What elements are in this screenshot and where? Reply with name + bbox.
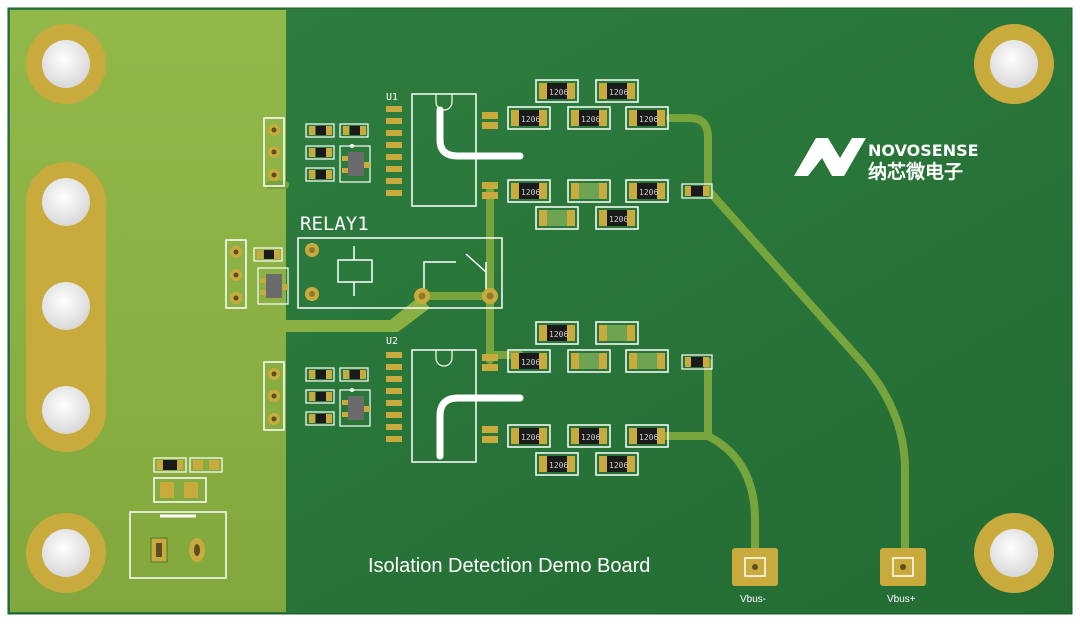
resistor-package-label: 1206 <box>581 115 600 124</box>
u2-gate-driver <box>263 349 524 463</box>
bus-slot-pad <box>26 162 106 452</box>
resistor-package-label: 1206 <box>549 88 568 97</box>
resistor-1206-empty <box>625 349 669 373</box>
resistor-package-label: 1206 <box>549 330 568 339</box>
resistor-1206 <box>595 79 639 103</box>
resistor-package-label: 1206 <box>609 88 628 97</box>
mounting-holes <box>26 24 1054 593</box>
u2-ref-label: U2 <box>386 336 398 347</box>
novosense-logo: NOVOSENSE 纳芯微电子 <box>794 138 979 183</box>
resistor-1206 <box>507 106 551 130</box>
resistor-1206 <box>625 424 669 448</box>
resistor-1206 <box>535 79 579 103</box>
resistor-1206-empty <box>567 349 611 373</box>
resistor-package-label: 1206 <box>609 215 628 224</box>
resistor-array: 1206 1206 1206 1206 1206 1206 1206 1206 … <box>507 79 713 476</box>
resistor-1206 <box>625 179 669 203</box>
resistor-1206 <box>535 452 579 476</box>
resistor-1206 <box>507 349 551 373</box>
brand-chinese-name: 纳芯微电子 <box>868 160 963 183</box>
vbus-plus-label: Vbus+ <box>887 594 916 605</box>
resistor-1206-empty <box>567 179 611 203</box>
resistor-package-label: 1206 <box>639 188 658 197</box>
resistor-1206 <box>507 179 551 203</box>
relay-footprint <box>225 237 503 309</box>
resistor-package-label: 1206 <box>639 115 658 124</box>
resistor-1206 <box>535 321 579 345</box>
resistor-package-label: 1206 <box>581 433 600 442</box>
resistor-package-label: 1206 <box>521 358 540 367</box>
resistor-1206-empty <box>535 206 579 230</box>
resistor-package-label: 1206 <box>521 115 540 124</box>
vbus-minus-pad <box>732 548 778 586</box>
traces <box>266 114 909 570</box>
copper-pour <box>10 10 430 612</box>
resistor-1206 <box>625 106 669 130</box>
relay-ref-label: RELAY1 <box>300 213 369 235</box>
brand-name: NOVOSENSE <box>868 141 979 160</box>
resistor-1206 <box>595 452 639 476</box>
vbus-minus-label: Vbus- <box>740 594 766 605</box>
novosense-n-icon <box>794 138 866 176</box>
resistor-package-label: 1206 <box>609 461 628 470</box>
resistor-package-label: 1206 <box>549 461 568 470</box>
power-input-footprint <box>129 457 227 579</box>
board-title: Isolation Detection Demo Board <box>368 555 650 577</box>
u1-gate-driver <box>263 93 524 207</box>
resistor-package-label: 1206 <box>521 433 540 442</box>
resistor-package-label: 1206 <box>521 188 540 197</box>
resistor-1206 <box>567 424 611 448</box>
vbus-plus-pad <box>880 548 926 586</box>
resistor-1206 <box>507 424 551 448</box>
resistor-1206 <box>567 106 611 130</box>
resistor-1206-empty <box>595 321 639 345</box>
resistor-package-label: 1206 <box>639 433 658 442</box>
u1-ref-label: U1 <box>386 92 398 103</box>
resistor-1206 <box>595 206 639 230</box>
